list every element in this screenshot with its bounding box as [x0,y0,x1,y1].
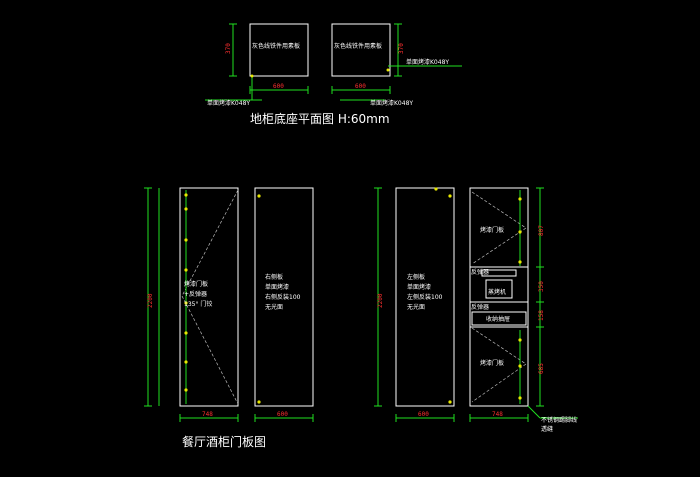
door-label: 烤漆门板 [480,226,504,234]
segment-dimension: 807 [538,225,545,236]
side-label-line: 左侧反装100 [407,293,443,301]
side-label-line: 左侧板 [407,273,425,281]
door-label: 烤漆门板 [480,359,504,367]
door-label-line: 烤漆门板 [184,280,208,288]
segment-dimension: 685 [538,363,545,374]
side-label-line: 单面烤漆 [265,283,289,291]
side-label-line: 右侧板 [265,273,283,281]
door-label-line: 135° 门铰 [184,300,212,308]
left-door-elevation: 2200 烤漆门板 +反弹器 135° 门铰 右侧板 单面烤漆 右侧反装100 … [144,187,314,422]
width-dimension: 600 [418,411,429,418]
note-line: 透缝 [541,425,553,433]
base-plan-left: 灰色线铁件用素板 370 600 单面烤漆K048Y [205,23,309,107]
note-line: 不锈钢踢脚线 [541,416,577,424]
drawer-label: 收纳抽屉 [486,315,510,323]
side-label-line: 单面烤漆 [407,283,431,291]
side-label-line: 无光面 [265,303,283,311]
height-dimension: 2200 [377,293,384,308]
segment-dimension: 158 [538,310,545,321]
width-dimension: 600 [273,83,284,90]
right-cabinet-elevation: 2200 左侧板 单面烤漆 左侧反装100 无光面 烤漆门板 反弹器 蒸烤机 反… [374,187,578,433]
depth-dimension: 370 [398,43,405,54]
width-dimension: 600 [277,411,288,418]
width-dimension: 748 [202,411,213,418]
rebound-label: 反弹器 [471,303,489,311]
finish-label: 单面烤漆K048Y [207,99,250,107]
door-label-line: +反弹器 [184,290,207,298]
finish-label: 单面烤漆K048Y [406,58,449,66]
finish-label: 单面烤漆K048Y [370,99,413,107]
panel-label: 灰色线铁件用素板 [334,42,382,50]
side-label-line: 无光面 [407,303,425,311]
base-plan-right: 灰色线铁件用素板 370 600 单面烤漆K048Y 单面烤漆K048Y [331,23,462,107]
side-label-line: 右侧反装100 [265,293,301,301]
width-dimension: 600 [355,83,366,90]
base-plan-title: 地柜底座平面图 H:60mm [250,111,390,126]
depth-dimension: 370 [225,43,232,54]
width-dimension: 748 [492,411,503,418]
segment-dimension: 350 [538,281,545,292]
appliance-label: 蒸烤机 [488,288,506,296]
panel-label: 灰色线铁件用素板 [252,42,300,50]
door-drawing-title: 餐厅酒柜门板图 [182,434,266,449]
rebound-label: 反弹器 [471,268,489,276]
height-dimension: 2200 [147,293,154,308]
